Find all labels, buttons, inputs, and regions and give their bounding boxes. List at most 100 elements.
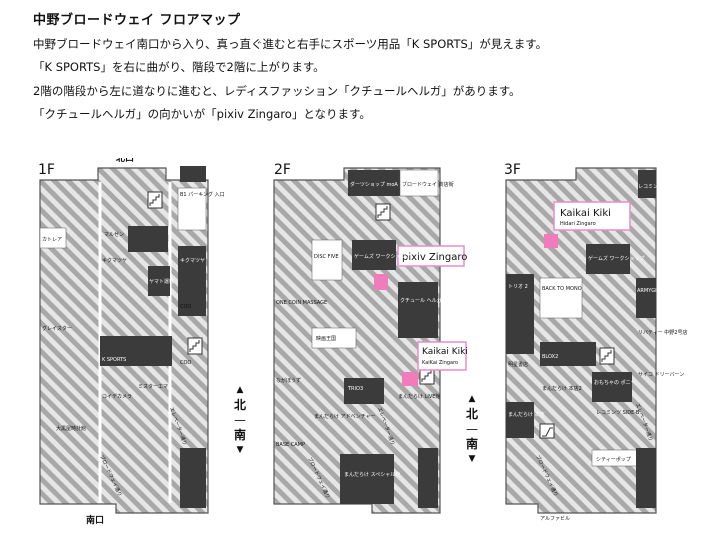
kaikai-callout-2f xyxy=(417,341,467,371)
label-recomen-side: レコミンツ SIDE-B xyxy=(596,410,640,416)
label-ribaity: リバティー 中野2号店 xyxy=(638,329,687,336)
shop-left-katorea xyxy=(39,227,67,249)
label-broadway-shoten: ブロードウェイ 商店街 xyxy=(402,181,454,188)
shop-right-column xyxy=(180,166,206,182)
label-ksports: K SPORTS xyxy=(102,357,126,363)
shop-bottom-dark xyxy=(180,448,206,508)
shop-disc-five-block xyxy=(311,239,343,281)
shop-mandarake-hon-block xyxy=(506,402,534,438)
label-city-pop: シティーポップ xyxy=(596,456,631,463)
pixiv-marker xyxy=(374,274,388,290)
label-mandarake-hon: まんだらけ 本店 xyxy=(508,411,545,418)
label-katorea: カトレア xyxy=(42,237,62,243)
south-arrow-icon: ▼ xyxy=(236,445,244,455)
label-base-camp: BASE CAMP xyxy=(276,442,305,448)
shop-ksports-block xyxy=(100,336,172,366)
label-alfa: アルファビル xyxy=(540,515,570,522)
floor-map-1f: 1F 北口 B1 パーキング 入口 マルゼン カトレア キクマツヤ キクマツヤ … xyxy=(38,158,225,526)
shop-eiga-block xyxy=(311,327,357,349)
south-exit-label-1f: 南口 xyxy=(86,514,104,526)
label-parking: B1 パーキング 入口 xyxy=(180,191,225,198)
compass-north: 北 xyxy=(233,398,246,412)
label-kikumatsuya-left: キクマツヤ xyxy=(102,258,127,264)
description-line-1: 中野ブロードウェイ南口から入り、真っ直ぐ進むと右手にスポーツ用品「K SPORT… xyxy=(33,37,548,51)
stairs-icon-3f xyxy=(601,350,612,362)
pixiv-callout-text: pixiv Zingaro xyxy=(402,252,467,263)
label-games-3f: ゲームズ ワークショップ xyxy=(588,255,644,262)
description-line-4: 「クチュールヘルガ」の向かいが「pixiv Zingaro」となります。 xyxy=(33,107,371,121)
description-line-3: 2階の階段から左に道なりに進むと、レディスファッション「クチュールヘルガ」があり… xyxy=(33,84,521,98)
shop-right-kikumatsuya xyxy=(178,246,206,316)
kaikai-marker-2f xyxy=(402,372,418,386)
compass-south: 南 xyxy=(233,428,246,442)
compass-dash-2: — xyxy=(466,422,478,436)
label-mandarake-adv: まんだらけ アドベンチャー xyxy=(314,414,376,420)
label-darts: ダーツショップ moA xyxy=(350,181,398,188)
label-blox2: BLOX2 xyxy=(542,354,558,360)
north-exit-label-1f: 北口 xyxy=(116,158,134,164)
label-greystar: グレイスター xyxy=(42,325,72,332)
label-saiko: サイコ ドリーバーン xyxy=(638,372,684,378)
label-omocha: おもちゃの ポニー xyxy=(594,379,636,386)
compass-north-2: 北 xyxy=(465,407,478,421)
kaikai-callout-2f-text: Kaikai Kiki xyxy=(422,347,468,357)
label-couture: クチュール ヘルガ xyxy=(400,297,441,304)
label-armygirl: ARMYGIRL xyxy=(637,288,663,294)
kaikai-marker-3f xyxy=(544,234,558,248)
label-koidecamera: コイデカメラ xyxy=(102,393,132,400)
label-trio3: TRIO3 xyxy=(347,386,363,392)
label-kikumatsuya-right: キクマツヤ xyxy=(180,258,205,264)
shop-back-to-mono-block xyxy=(539,277,583,319)
shop-darts-block xyxy=(348,170,400,196)
kaikai-callout-3f-text: Kaikai Kiki xyxy=(560,208,611,219)
north-arrow-icon-2: ▲ xyxy=(468,394,476,404)
compass-dash: — xyxy=(234,413,246,427)
label-mandarake-hon2: まんだらけ 本店2 xyxy=(542,385,582,392)
floor-label-2f: 2F xyxy=(274,162,291,178)
label-one-coin: ONE COIN MASSAGE xyxy=(276,300,327,306)
pixiv-callout xyxy=(397,245,465,267)
shop-trio2-block xyxy=(506,274,534,354)
label-coo1: COO xyxy=(180,304,191,310)
stairs-icon-1f-right xyxy=(189,340,200,352)
label-coo2: COO xyxy=(180,360,191,366)
label-misterama: ミスターエマ xyxy=(138,383,168,390)
shop-right-bottom-dark xyxy=(418,448,438,508)
label-disc-five: DISC FIVE xyxy=(314,254,339,260)
stairs-icon-2f-b xyxy=(421,370,432,382)
shop-kikumatsuya-block xyxy=(128,226,168,252)
shop-blox2-block xyxy=(540,342,596,366)
label-oguro: 大黒屋時計館 xyxy=(56,425,86,432)
label-mandarake-live: まんだらけ LIVE館 xyxy=(398,393,440,400)
compass-2: ▲ 北 — 南 ▼ xyxy=(464,392,480,467)
kaikai-callout-2f-sub: KaiKai Zingaro xyxy=(422,360,458,366)
label-yamato: ヤマト運輸 xyxy=(149,278,174,285)
escalator-icon-3f xyxy=(542,427,553,437)
description-line-2: 「K SPORTS」を右に曲がり、階段で2階に上がります。 xyxy=(33,60,325,74)
shop-mandarake-sp-block xyxy=(340,454,394,504)
label-mandarake-sp: まんだらけ スペシャル館 xyxy=(344,471,400,478)
label-marusen: マルゼン xyxy=(104,231,124,238)
south-arrow-icon-2: ▼ xyxy=(468,454,476,464)
label-nagabarazu: ながぼうず xyxy=(276,377,301,384)
shop-right-parking xyxy=(177,187,207,231)
shop-games-3f-block xyxy=(586,244,630,274)
shop-omocha-block xyxy=(592,372,632,402)
label-eiga: 映画王国 xyxy=(316,335,336,342)
compass-south-2: 南 xyxy=(465,437,478,451)
label-recomen2: レコミンツ PART2 xyxy=(638,184,680,190)
label-games-2f: ゲームズ ワークショップ xyxy=(354,253,410,260)
label-back-to-mono: BACK TO MONO xyxy=(542,286,582,292)
shop-yamato-block xyxy=(148,266,170,296)
shop-recomen2-block xyxy=(638,170,656,198)
label-trio2: トリオ 2 xyxy=(508,284,528,290)
label-meiseido: 明星書店 xyxy=(508,361,528,368)
north-arrow-icon: ▲ xyxy=(236,385,244,395)
stairs-icon-1f xyxy=(149,194,160,206)
floor-map-3f: 3F Kaikai Kiki Hidari Zingaro レコミンツ PART… xyxy=(504,162,687,522)
kaikai-callout-3f xyxy=(553,201,631,231)
shop-couture-block xyxy=(398,282,438,338)
compass-1: ▲ 北 — 南 ▼ xyxy=(232,383,248,458)
stairs-icon-2f xyxy=(377,206,388,218)
shop-broadway-shoten-block xyxy=(399,169,439,197)
